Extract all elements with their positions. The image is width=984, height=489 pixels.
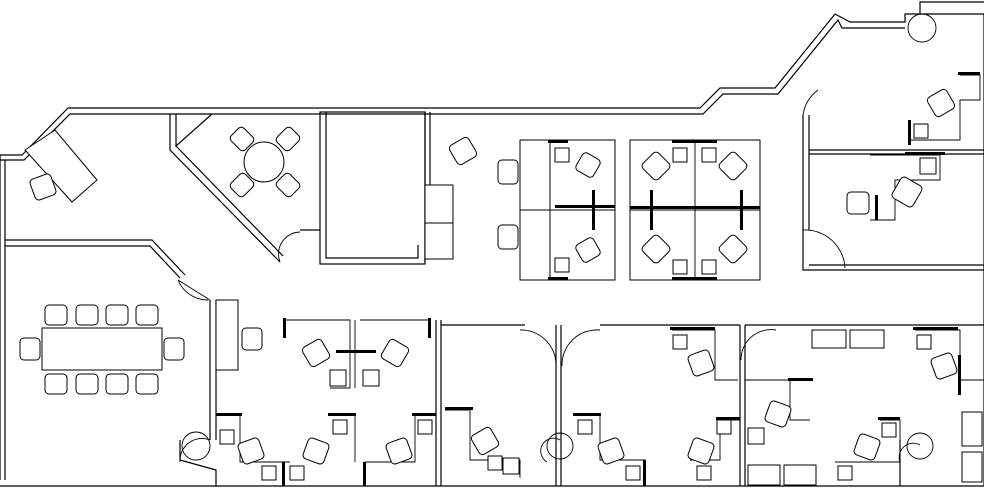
round-conference-table: [229, 126, 301, 198]
workstation-cluster-right: [629, 139, 761, 281]
boardroom-table: [19, 304, 185, 395]
lower-workstation-pair-center: [283, 318, 431, 389]
lower-right-room: [745, 327, 984, 486]
lower-workstation-middle: [445, 407, 521, 478]
right-office-upper: [908, 72, 981, 145]
corner-office-desk: [24, 129, 98, 203]
lower-workstations-right-pair: [573, 327, 740, 486]
closet-furniture: [424, 136, 478, 260]
door-swings: [177, 13, 937, 463]
credenza: [215, 299, 263, 371]
lower-workstations-bottom-left: [216, 413, 436, 486]
right-office-lower: [846, 152, 945, 221]
workstation-cluster-left: [497, 139, 616, 281]
